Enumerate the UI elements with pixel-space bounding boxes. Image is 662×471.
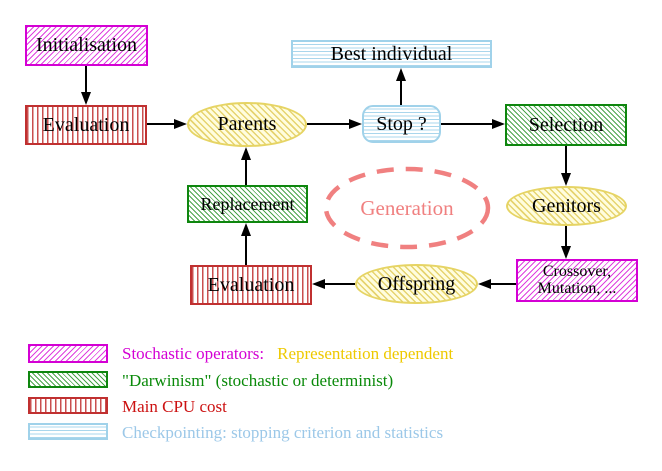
arrow-evaluation-to-parents (147, 123, 174, 125)
legend-swatch-main-cpu-cost (28, 397, 108, 414)
node-replacement: Replacement (187, 185, 308, 223)
node-evaluation-bottom: Evaluation (190, 265, 312, 305)
legend-label-checkpointing: Checkpointing: stopping criterion and st… (122, 423, 444, 442)
legend-swatch-checkpointing (28, 423, 108, 440)
dashed-ellipse-icon (323, 166, 491, 250)
arrow-selection-to-genitors (565, 146, 567, 174)
arrow-crossover-to-offspring (491, 283, 516, 285)
arrow-evaluation-to-parents-head (174, 119, 187, 129)
arrow-genitors-to-crossover-head (561, 246, 571, 259)
crossover-line1: Crossover, (542, 262, 612, 280)
arrow-offspring-to-evaluation (325, 283, 355, 285)
node-crossover-mutation: Crossover, Mutation, ... (516, 259, 638, 302)
arrow-evaluation-to-replacement-head (241, 223, 251, 236)
generation-label: Generation (360, 195, 454, 220)
legend-label-darwinism: "Darwinism" (stochastic or determinist) (122, 371, 394, 390)
arrow-stop-to-best-individual (400, 80, 402, 105)
arrow-initialisation-to-evaluation-head (81, 92, 91, 105)
legend-label-stochastic-operators: Stochastic operators: (122, 344, 265, 363)
legend-label-main-cpu-cost: Main CPU cost (122, 397, 227, 416)
arrow-stop-to-selection (441, 123, 492, 125)
legend-row-stochastic-operators: Stochastic operators: Representation depe… (122, 343, 453, 365)
arrow-initialisation-to-evaluation (85, 66, 87, 93)
crossover-line2: Mutation, ... (537, 279, 617, 297)
arrow-offspring-to-evaluation-head (312, 279, 325, 289)
arrow-replacement-to-parents (245, 159, 247, 185)
arrow-parents-to-stop-head (349, 119, 362, 129)
legend-swatch-stochastic-operators (28, 344, 108, 363)
arrow-stop-to-best-individual-head (396, 68, 406, 81)
node-genitors: Genitors (506, 186, 627, 226)
arrow-parents-to-stop (307, 123, 349, 125)
arrow-stop-to-selection-head (492, 119, 505, 129)
node-selection: Selection (505, 104, 627, 146)
generation-dashed-ellipse: Generation (321, 164, 493, 252)
node-evaluation-top: Evaluation (25, 105, 147, 145)
arrow-selection-to-genitors-head (561, 173, 571, 186)
legend-swatch-darwinism (28, 371, 108, 388)
node-stop: Stop ? (362, 105, 441, 143)
node-parents: Parents (187, 102, 307, 147)
node-initialisation: Initialisation (25, 25, 148, 66)
arrow-crossover-to-offspring-head (478, 279, 491, 289)
arrow-genitors-to-crossover (565, 226, 567, 247)
legend-label-representation-dependent: Representation dependent (277, 344, 454, 363)
node-offspring: Offspring (355, 264, 478, 304)
node-best-individual: Best individual (291, 40, 492, 68)
arrow-replacement-to-parents-head (241, 147, 251, 160)
arrow-evaluation-to-replacement (245, 235, 247, 265)
